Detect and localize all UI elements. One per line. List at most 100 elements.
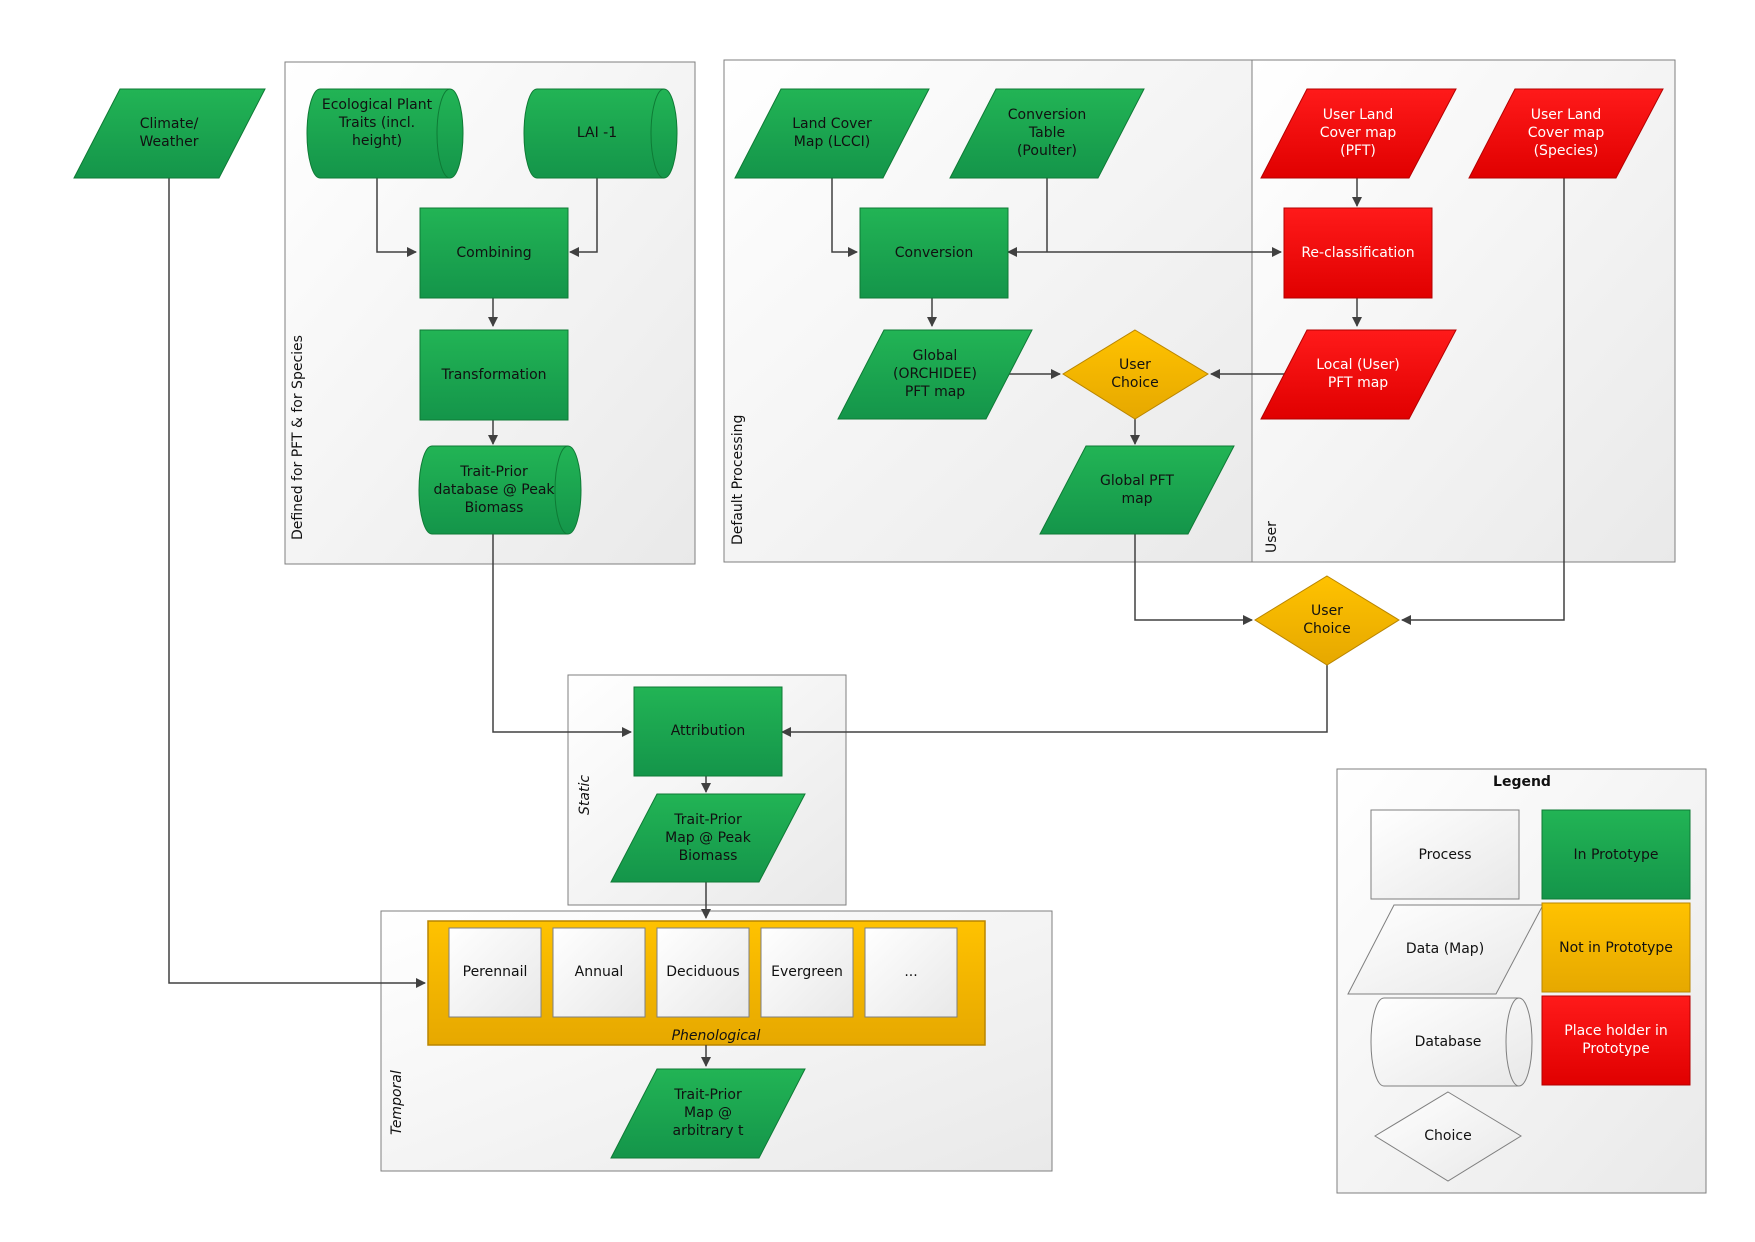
text-line: map [1121,491,1152,507]
node-local-user-pft-map[interactable]: Local (User)PFT map [1260,329,1457,420]
node-global-pft-map[interactable]: Global PFT map [1039,445,1235,535]
node-perennial-text: Perennail [463,964,528,980]
node-annual[interactable]: Annual [552,927,646,1018]
group-label-default: Default Processing [730,415,746,545]
node-reclassification[interactable]: Re-classification [1283,207,1433,299]
edge-userlcspecies-choice2 [1401,178,1565,625]
node-climate-weather[interactable]: Climate/Weather [73,88,266,179]
text-line: LAI -1 [577,125,617,141]
text-line: User Land [1323,107,1394,123]
edge-choice2-attribution [781,665,1328,737]
legend-choice: Choice [1374,1091,1522,1182]
text-line: Climate/ [140,116,199,132]
node-perennial[interactable]: Perennail [448,927,542,1018]
edge-traits-combining [376,178,417,257]
text-line: Re-classification [1301,245,1414,261]
text-line: Prototype [1582,1041,1650,1057]
legend-choice-label: Choice [1424,1128,1471,1144]
node-lai-text: LAI -1 [577,125,617,141]
node-transformation[interactable]: Transformation [419,329,569,421]
legend-process: Process [1370,809,1520,900]
node-evergreen[interactable]: Evergreen [760,927,854,1018]
node-combining-text: Combining [456,245,531,261]
legend-process-label: Process [1418,847,1471,863]
node-global-pft-map-text: Global PFT map [1100,473,1174,507]
text-line: Deciduous [666,964,739,980]
legend-database: Database [1370,997,1533,1087]
text-line: Global PFT [1100,473,1174,489]
group-label-defined: Defined for PFT & for Species [290,335,306,540]
node-combining[interactable]: Combining [419,207,569,299]
node-evergreen-text: Evergreen [771,964,843,980]
text-line: Map @ [684,1105,732,1121]
edge-climate-phenological [168,178,426,988]
text-line: Cover map [1320,125,1397,141]
text-line: Evergreen [771,964,843,980]
text-line: Transformation [440,367,546,383]
text-line: Conversion [1008,107,1087,123]
text-line: Perennail [463,964,528,980]
text-line: Choice [1303,621,1350,637]
node-lai[interactable]: LAI -1 [523,88,678,179]
text-line: (Species) [1534,143,1599,159]
text-line: Trait-Prior [673,1087,742,1103]
text-line: User Land [1531,107,1602,123]
text-line: Choice [1111,375,1158,391]
text-line: Ecological Plant [322,97,433,113]
text-line: User [1311,603,1343,619]
node-conversion[interactable]: Conversion [859,207,1009,299]
text-line: Global [913,348,958,364]
edge-lai-combining [569,178,598,257]
group-label-static: Static [577,775,593,815]
text-line: Biomass [679,848,738,864]
text-line: Weather [140,134,199,150]
text-line: Local (User) [1316,357,1400,373]
text-line: User [1119,357,1151,373]
text-line: Traits (incl. [338,115,415,131]
node-global-orchidee-map[interactable]: Global(ORCHIDEE)PFT map [837,329,1033,420]
legend-title: Legend [1493,774,1551,790]
text-line: Annual [575,964,624,980]
edge-landcover-conversion [831,178,858,257]
edge-globalpft-choice2 [1134,534,1253,625]
node-global-orchidee-map-text: Global(ORCHIDEE)PFT map [893,348,977,400]
legend-database-label: Database [1415,1034,1482,1050]
group-label-temporal: Temporal [389,1070,405,1135]
node-deciduous-text: Deciduous [666,964,739,980]
text-line: Trait-Prior [673,812,742,828]
node-annual-text: Annual [575,964,624,980]
node-more[interactable]: ... [864,927,958,1018]
node-attribution[interactable]: Attribution [633,686,783,777]
node-deciduous[interactable]: Deciduous [656,927,750,1018]
edge-db-attribution [492,534,632,737]
text-line: height) [352,133,402,149]
legend-data-map: Data (Map) [1347,904,1544,995]
text-line: Biomass [465,500,524,516]
connectors [168,178,1565,1067]
group-label-user: User [1264,521,1280,553]
text-line: database @ Peak [433,482,555,498]
text-line: Map (LCCI) [794,134,870,150]
text-line: (Poulter) [1017,143,1077,159]
text-line: PFT map [905,384,965,400]
node-conversion-text: Conversion [895,245,974,261]
